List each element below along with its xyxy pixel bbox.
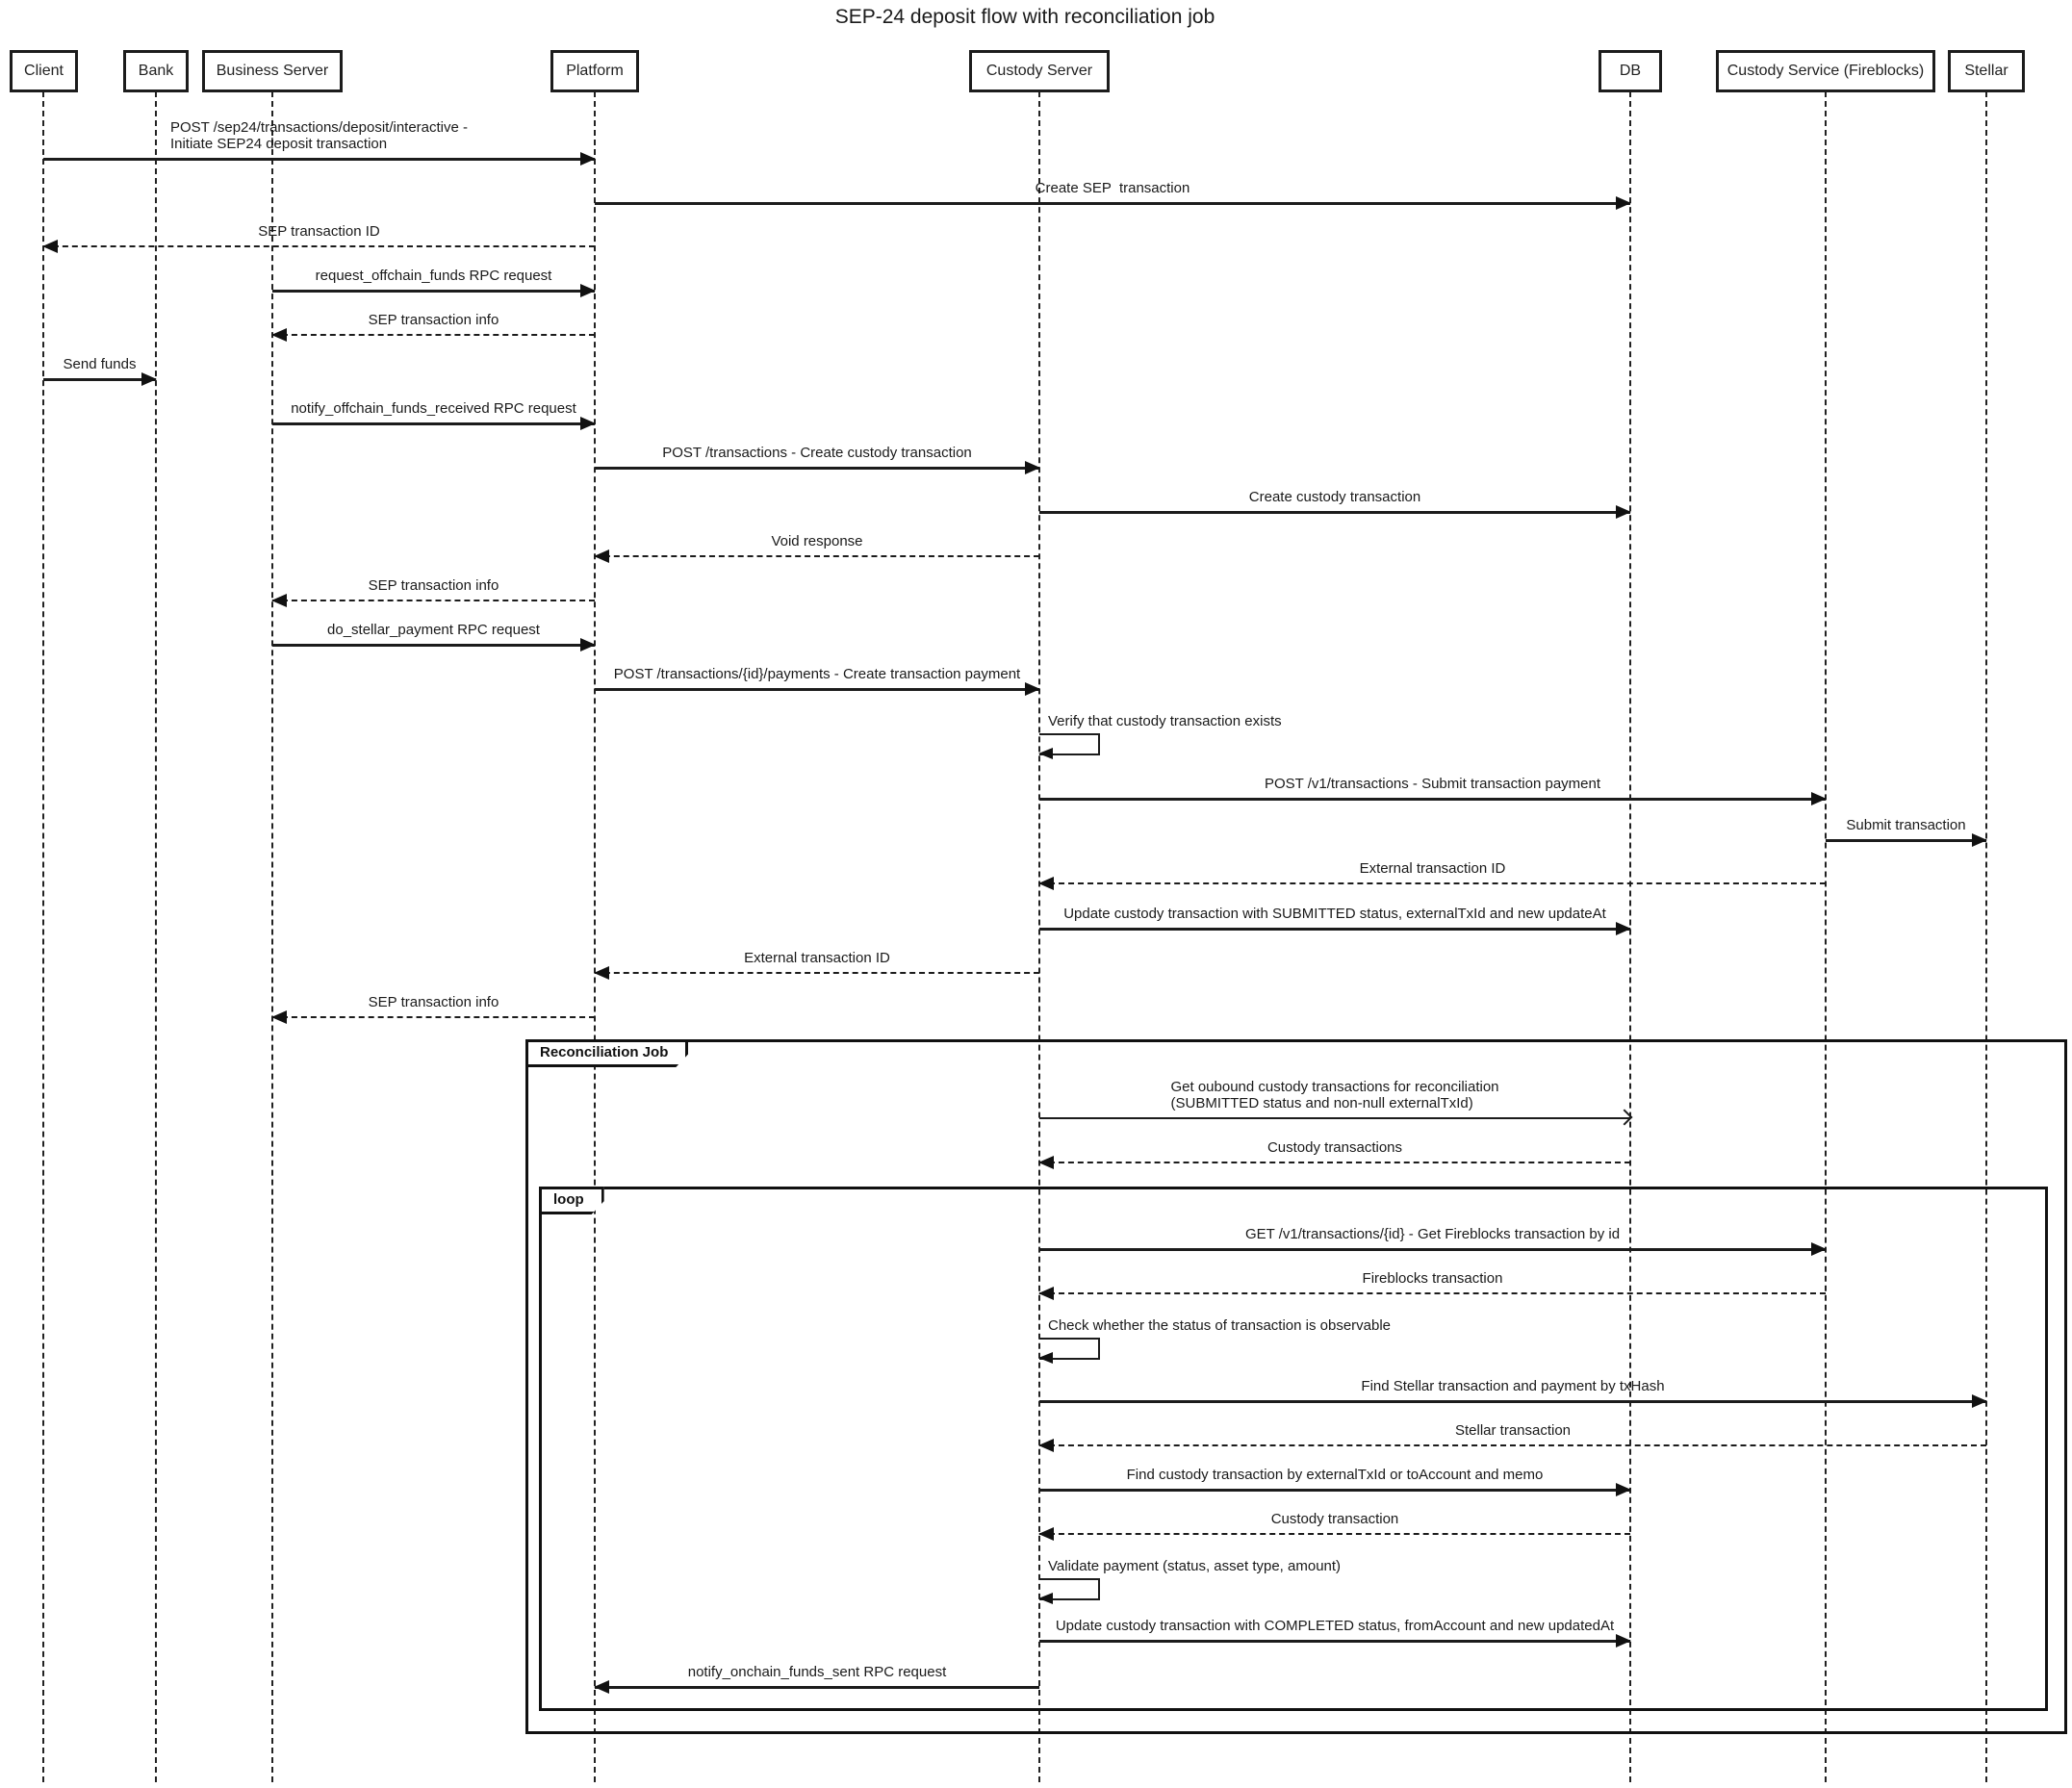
- actor-label: DB: [1619, 63, 1642, 79]
- arrowhead-icon: [1972, 1394, 1987, 1408]
- arrowhead-icon: [1038, 1156, 1054, 1169]
- arrowhead-icon: [580, 284, 596, 297]
- arrowhead-icon: [594, 966, 609, 980]
- lifeline-custody-service: [1825, 91, 1827, 1782]
- arrowhead-icon: [1616, 196, 1631, 210]
- actor-label: Stellar: [1964, 63, 2008, 79]
- lifeline-client: [42, 91, 44, 1782]
- diagram-title: SEP-24 deposit flow with reconciliation …: [834, 6, 1215, 28]
- arrowhead-icon: [1038, 1352, 1053, 1364]
- lifeline-business-server: [271, 91, 273, 1782]
- frame-loop: loop: [539, 1187, 2048, 1711]
- arrowhead-icon: [1038, 748, 1053, 759]
- arrowhead-icon: [594, 549, 609, 563]
- arrowhead-icon: [42, 240, 58, 253]
- frame-reconciliation-job: Reconciliation Job: [525, 1039, 2067, 1734]
- arrowhead-icon: [141, 372, 157, 386]
- arrowhead-icon: [271, 328, 287, 342]
- arrowhead-icon: [1025, 461, 1040, 474]
- actor-label: Custody Server: [985, 63, 1093, 79]
- actor-box-client: Client: [10, 50, 78, 92]
- arrowhead-icon: [1025, 682, 1040, 696]
- arrowhead-icon: [1972, 833, 1987, 847]
- arrowhead-icon: [1038, 1593, 1053, 1604]
- arrowhead-icon: [1616, 1634, 1631, 1648]
- actor-label: Platform: [566, 63, 624, 79]
- arrowhead-icon: [1038, 1287, 1054, 1300]
- arrowhead-icon: [1038, 877, 1054, 890]
- lifeline-platform: [594, 91, 596, 1782]
- lifeline-custody-server: [1038, 91, 1040, 1782]
- actor-box-custody-service: Custody Service (Fireblocks): [1716, 50, 1935, 92]
- actor-box-custody-server: Custody Server: [969, 50, 1110, 92]
- arrowhead-icon: [594, 1680, 609, 1694]
- actor-box-business-server: Business Server: [202, 50, 343, 92]
- actor-box-stellar: Stellar: [1948, 50, 2025, 92]
- actor-label: Client: [24, 63, 64, 79]
- arrowhead-icon: [1038, 1527, 1054, 1541]
- arrowhead-icon: [271, 1010, 287, 1024]
- actor-label: Business Server: [216, 63, 329, 79]
- arrowhead-icon: [1616, 1483, 1631, 1496]
- arrowhead-icon: [1616, 505, 1631, 519]
- frame-reconciliation-job-label: Reconciliation Job: [525, 1039, 688, 1067]
- arrowhead-icon: [1038, 1439, 1054, 1452]
- arrowhead-icon: [271, 594, 287, 607]
- lifeline-bank: [155, 91, 157, 1782]
- lifeline-db: [1629, 91, 1631, 1782]
- arrowhead-icon: [1811, 792, 1827, 805]
- actor-label: Custody Service (Fireblocks): [1727, 63, 1925, 79]
- frame-loop-label: loop: [539, 1187, 604, 1214]
- arrowhead-icon: [580, 417, 596, 430]
- actor-box-bank: Bank: [123, 50, 189, 92]
- arrowhead-icon: [580, 638, 596, 651]
- arrowhead-icon: [580, 152, 596, 166]
- arrowhead-icon: [1616, 922, 1631, 935]
- lifeline-stellar: [1985, 91, 1987, 1782]
- actor-box-db: DB: [1599, 50, 1662, 92]
- actor-label: Bank: [138, 63, 174, 79]
- arrowhead-icon: [1811, 1242, 1827, 1256]
- actor-box-platform: Platform: [550, 50, 639, 92]
